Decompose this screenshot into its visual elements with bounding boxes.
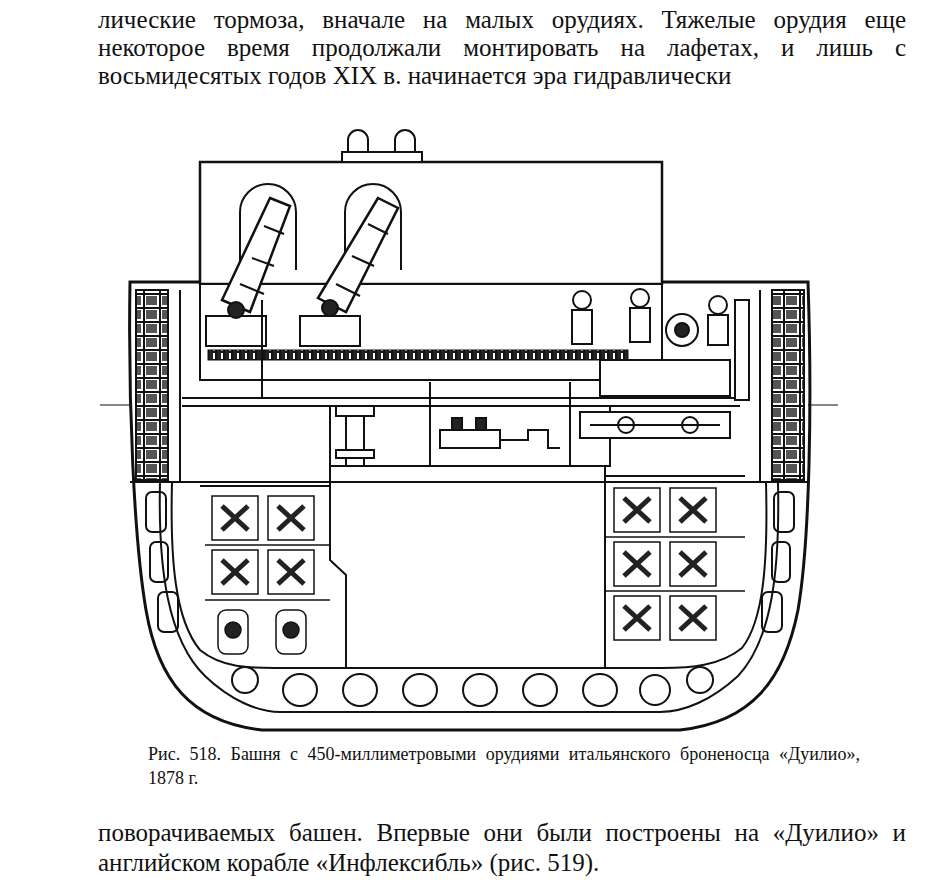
pivot-flange xyxy=(336,450,374,458)
machinery xyxy=(336,382,730,466)
shell xyxy=(675,323,689,337)
gun-barrel xyxy=(318,198,398,312)
lower-deck xyxy=(182,398,740,406)
engine xyxy=(476,418,486,430)
crew-and-loader xyxy=(572,289,749,400)
shell xyxy=(666,314,698,346)
carriage xyxy=(300,316,360,346)
side-frame xyxy=(762,592,782,632)
shaft xyxy=(429,382,431,466)
side-frame xyxy=(772,542,790,582)
gun-barrel xyxy=(318,198,398,312)
barrel-ring xyxy=(240,284,264,294)
pulley xyxy=(682,417,698,433)
hull-inner-skin xyxy=(172,482,767,668)
hydraulic-cylinder xyxy=(580,412,730,438)
pulley xyxy=(618,417,634,433)
engine xyxy=(452,418,462,430)
lightening-hole xyxy=(687,667,713,693)
barrel-ring xyxy=(352,256,374,266)
crew-head xyxy=(709,296,727,314)
loading-tube xyxy=(735,300,749,400)
gun-barrel xyxy=(222,198,290,312)
crew-body xyxy=(708,315,728,345)
lightening-hole xyxy=(523,674,557,706)
magazines xyxy=(205,488,745,654)
charge-mark xyxy=(283,622,299,638)
barrel-ring xyxy=(264,226,284,234)
gun-barrel xyxy=(222,198,290,312)
turret xyxy=(200,130,749,400)
crew-head xyxy=(631,289,649,307)
shelf xyxy=(605,536,745,538)
carriage xyxy=(206,316,266,346)
armor-belt xyxy=(772,290,804,480)
crew-body xyxy=(630,308,650,342)
gun-carriage xyxy=(206,300,360,398)
gear-rack xyxy=(208,350,628,360)
bulkhead xyxy=(130,481,808,483)
crew-head xyxy=(573,291,591,309)
shelf xyxy=(605,590,745,592)
piston-rod xyxy=(590,424,720,426)
pivot-flange xyxy=(336,406,374,416)
double-bottom-holes xyxy=(232,667,713,706)
elevation-rod xyxy=(261,300,263,398)
magazine-wall xyxy=(604,466,606,668)
side-frame xyxy=(158,592,178,632)
charge-mark xyxy=(624,498,706,630)
side-frame xyxy=(146,492,166,532)
lightening-hole xyxy=(343,674,377,706)
crew-body xyxy=(572,310,592,344)
platform xyxy=(330,406,610,466)
charge-mark xyxy=(225,622,241,638)
figure-caption: Рис. 518. Башня с 450-миллиметровыми ору… xyxy=(148,742,860,790)
side-marker xyxy=(808,405,838,406)
hull-outer xyxy=(130,282,810,730)
charge-stand xyxy=(218,610,248,654)
hull xyxy=(100,282,838,730)
right-magazine xyxy=(605,488,745,640)
engine xyxy=(440,430,500,448)
hull-inner-skin xyxy=(160,482,779,712)
trunnion xyxy=(228,302,244,318)
left-magazine xyxy=(205,496,330,654)
rammer-housing xyxy=(600,360,730,396)
bulkhead xyxy=(179,290,181,482)
shelf xyxy=(205,544,330,546)
side-marker xyxy=(100,405,130,406)
side-frame xyxy=(150,542,168,582)
armor-belt xyxy=(136,290,168,480)
magazine-floor xyxy=(200,485,330,487)
shelf xyxy=(205,599,330,601)
trunnion xyxy=(322,300,338,316)
lightening-hole xyxy=(463,674,497,706)
shaft xyxy=(569,382,571,466)
pipe xyxy=(500,430,560,448)
barrel-ring xyxy=(252,258,274,266)
bulkhead xyxy=(759,290,761,482)
barrel-ring xyxy=(368,224,388,234)
lightening-hole xyxy=(232,667,258,693)
lightening-hole xyxy=(283,674,317,706)
decks xyxy=(182,398,745,668)
hood-base xyxy=(342,152,422,162)
lightening-hole xyxy=(403,674,437,706)
lightening-hole xyxy=(583,674,617,706)
magazine-wall xyxy=(330,466,346,668)
barrel-ring xyxy=(336,284,360,296)
side-frame xyxy=(774,492,794,532)
body-text: поворачиваемых башен. Впервые они были п… xyxy=(98,818,906,878)
magazine-floor xyxy=(605,475,745,477)
lightening-hole xyxy=(640,675,670,705)
turret-ring xyxy=(200,284,662,380)
body-text: лические тормоза, вначале на малых оруди… xyxy=(98,6,906,90)
charge-stand xyxy=(276,610,306,654)
